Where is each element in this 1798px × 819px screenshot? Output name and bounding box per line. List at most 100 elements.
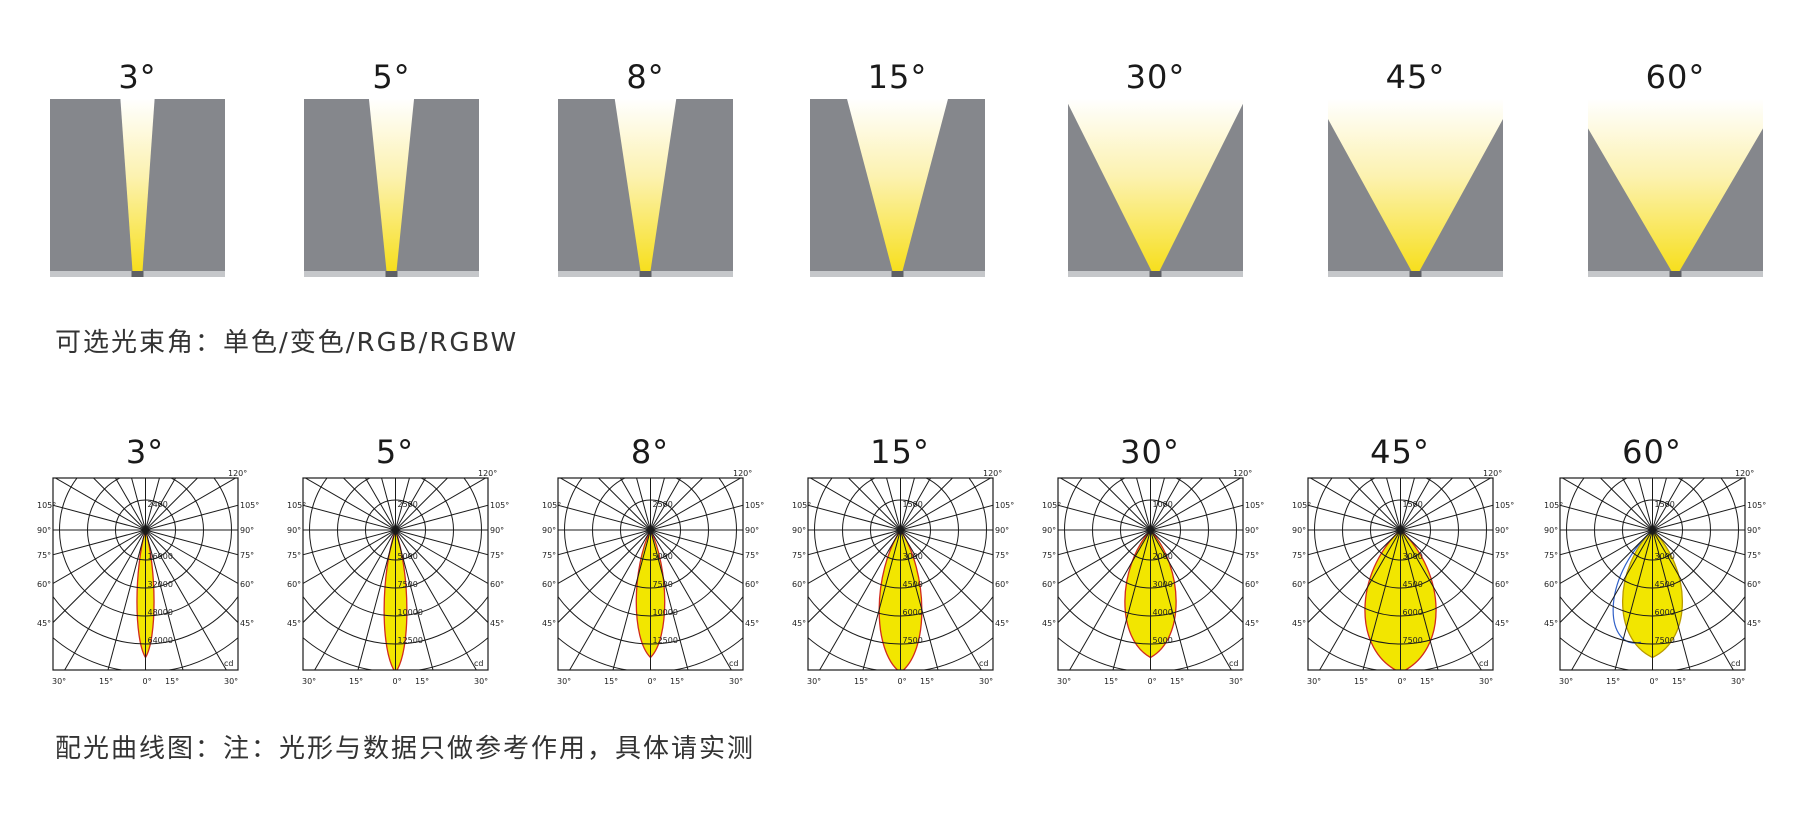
- axis-label-right: 90°: [995, 526, 1009, 535]
- axis-label-right: 90°: [490, 526, 504, 535]
- axis-label-right: 45°: [490, 619, 504, 628]
- beam-angle-label: 45°: [1385, 58, 1446, 96]
- ring-value-label: 48000: [148, 608, 173, 617]
- axis-label-left: 45°: [37, 619, 51, 628]
- axis-label-right: 105°: [1747, 501, 1766, 510]
- axis-label-bottom: 15°: [349, 677, 363, 686]
- axis-label-right: 60°: [1747, 580, 1761, 589]
- ring-value-label: 1000: [1153, 500, 1173, 509]
- polar-chart-title: 15°: [870, 433, 930, 471]
- axis-label-left: 45°: [1544, 619, 1558, 628]
- unit-label: cd: [474, 659, 483, 668]
- axis-label-120: 120°: [1483, 469, 1502, 478]
- fixture: [1149, 271, 1162, 277]
- polar-diagram: 15003000450060007500120°105°90°75°60°45°…: [792, 469, 1014, 686]
- unit-label: cd: [979, 659, 988, 668]
- ring-value-label: 64000: [148, 636, 173, 645]
- axis-label-right: 60°: [240, 580, 254, 589]
- ring-value-label: 6000: [1655, 608, 1675, 617]
- axis-label-left: 60°: [37, 580, 51, 589]
- axis-label-left: 105°: [37, 501, 56, 510]
- axis-label-120: 120°: [983, 469, 1002, 478]
- axis-label-bottom: 0°: [1398, 677, 1407, 686]
- axis-label-bottom: 30°: [1731, 677, 1745, 686]
- polar-chart-caption: 配光曲线图：注：光形与数据只做参考作用，具体请实测: [55, 734, 756, 764]
- light-cone: [614, 99, 677, 271]
- fixture: [131, 271, 144, 277]
- axis-label-120: 120°: [1735, 469, 1754, 478]
- axis-label-right: 45°: [1495, 619, 1509, 628]
- fixture: [639, 271, 652, 277]
- polar-chart-title: 3°: [125, 433, 165, 471]
- axis-label-bottom: 30°: [1057, 677, 1071, 686]
- polar-chart-title: 30°: [1120, 433, 1180, 471]
- axis-label-left: 75°: [542, 551, 556, 560]
- axis-label-right: 105°: [745, 501, 764, 510]
- ring-value-label: 2400: [148, 500, 168, 509]
- ring-value-label: 7500: [903, 636, 923, 645]
- axis-label-bottom: 30°: [1229, 677, 1243, 686]
- axis-label-bottom: 15°: [1606, 677, 1620, 686]
- unit-label: cd: [224, 659, 233, 668]
- axis-label-left: 105°: [542, 501, 561, 510]
- axis-label-right: 105°: [1495, 501, 1514, 510]
- axis-label-left: 90°: [1292, 526, 1306, 535]
- axis-label-left: 60°: [542, 580, 556, 589]
- ring-value-label: 7500: [1403, 636, 1423, 645]
- axis-label-bottom: 30°: [979, 677, 993, 686]
- light-cone: [120, 99, 155, 271]
- axis-label-right: 75°: [745, 551, 759, 560]
- fixture: [385, 271, 398, 277]
- axis-label-left: 60°: [1544, 580, 1558, 589]
- axis-label-right: 75°: [490, 551, 504, 560]
- axis-label-right: 75°: [1245, 551, 1259, 560]
- polar-diagram: 240016000320004800064000120°105°90°75°60…: [37, 469, 259, 686]
- ring-value-label: 12500: [398, 636, 423, 645]
- ring-value-label: 7500: [398, 580, 418, 589]
- polar-diagram: 2500500075001000012500120°105°90°75°60°4…: [287, 469, 509, 686]
- axis-label-right: 75°: [1495, 551, 1509, 560]
- axis-label-bottom: 15°: [670, 677, 684, 686]
- axis-label-120: 120°: [733, 469, 752, 478]
- axis-label-left: 105°: [1544, 501, 1563, 510]
- axis-label-bottom: 15°: [99, 677, 113, 686]
- beam-angle-label: 30°: [1125, 58, 1186, 96]
- ring-value-label: 5000: [1153, 636, 1173, 645]
- axis-label-left: 75°: [37, 551, 51, 560]
- axis-label-right: 60°: [1245, 580, 1259, 589]
- axis-label-left: 105°: [1292, 501, 1311, 510]
- axis-label-right: 105°: [1245, 501, 1264, 510]
- axis-label-left: 75°: [792, 551, 806, 560]
- beam-illustration: [1588, 99, 1763, 277]
- beam-illustration: [50, 99, 225, 277]
- axis-label-right: 45°: [745, 619, 759, 628]
- axis-label-left: 75°: [1544, 551, 1558, 560]
- axis-label-right: 45°: [1747, 619, 1761, 628]
- axis-label-left: 60°: [1292, 580, 1306, 589]
- beam-angle-caption: 可选光束角：单色/变色/RGB/RGBW: [55, 328, 519, 358]
- axis-label-bottom: 15°: [1354, 677, 1368, 686]
- polar-diagram: 2500500075001000012500120°105°90°75°60°4…: [542, 469, 764, 686]
- polar-chart-title: 45°: [1370, 433, 1430, 471]
- ring-value-label: 4500: [903, 580, 923, 589]
- axis-label-left: 60°: [287, 580, 301, 589]
- axis-label-right: 60°: [745, 580, 759, 589]
- light-cone: [1588, 99, 1763, 271]
- unit-label: cd: [729, 659, 738, 668]
- ring-value-label: 1500: [903, 500, 923, 509]
- axis-label-left: 105°: [287, 501, 306, 510]
- axis-label-right: 105°: [995, 501, 1014, 510]
- axis-label-bottom: 30°: [1479, 677, 1493, 686]
- polar-chart-title: 8°: [630, 433, 670, 471]
- axis-label-bottom: 30°: [1559, 677, 1573, 686]
- polar-diagram: 15003000450060007500120°105°90°75°60°45°…: [1292, 469, 1514, 686]
- axis-label-bottom: 30°: [729, 677, 743, 686]
- polar-diagram: 15003000450060007500120°105°90°75°60°45°…: [1544, 469, 1766, 686]
- beam-15-deg: 15°: [810, 55, 985, 279]
- ring-value-label: 6000: [1403, 608, 1423, 617]
- axis-label-bottom: 15°: [920, 677, 934, 686]
- axis-label-120: 120°: [228, 469, 247, 478]
- axis-label-right: 75°: [1747, 551, 1761, 560]
- axis-label-bottom: 0°: [898, 677, 907, 686]
- axis-label-left: 45°: [1042, 619, 1056, 628]
